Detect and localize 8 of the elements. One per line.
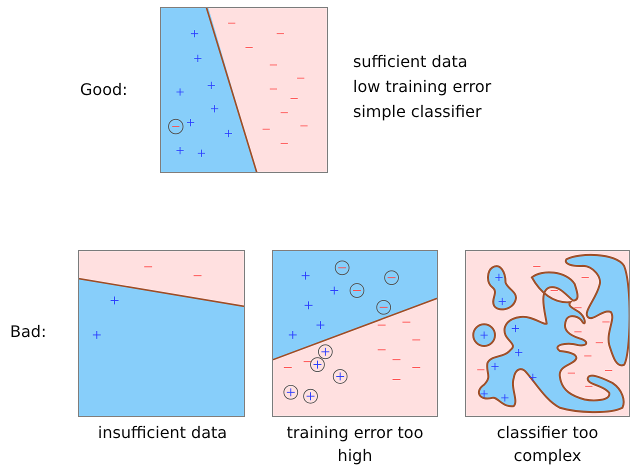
row-label: Bad:	[10, 321, 48, 343]
panel-caption: insufficient data	[96, 422, 228, 444]
criterion-text: simple classifier	[353, 101, 483, 123]
panel-caption: classifier too complex	[496, 422, 600, 467]
criterion-text: sufficient data	[353, 51, 469, 73]
criterion-text: low training error	[353, 76, 492, 98]
row-label: Good:	[80, 79, 129, 101]
panel-caption: training error too high	[286, 422, 424, 467]
